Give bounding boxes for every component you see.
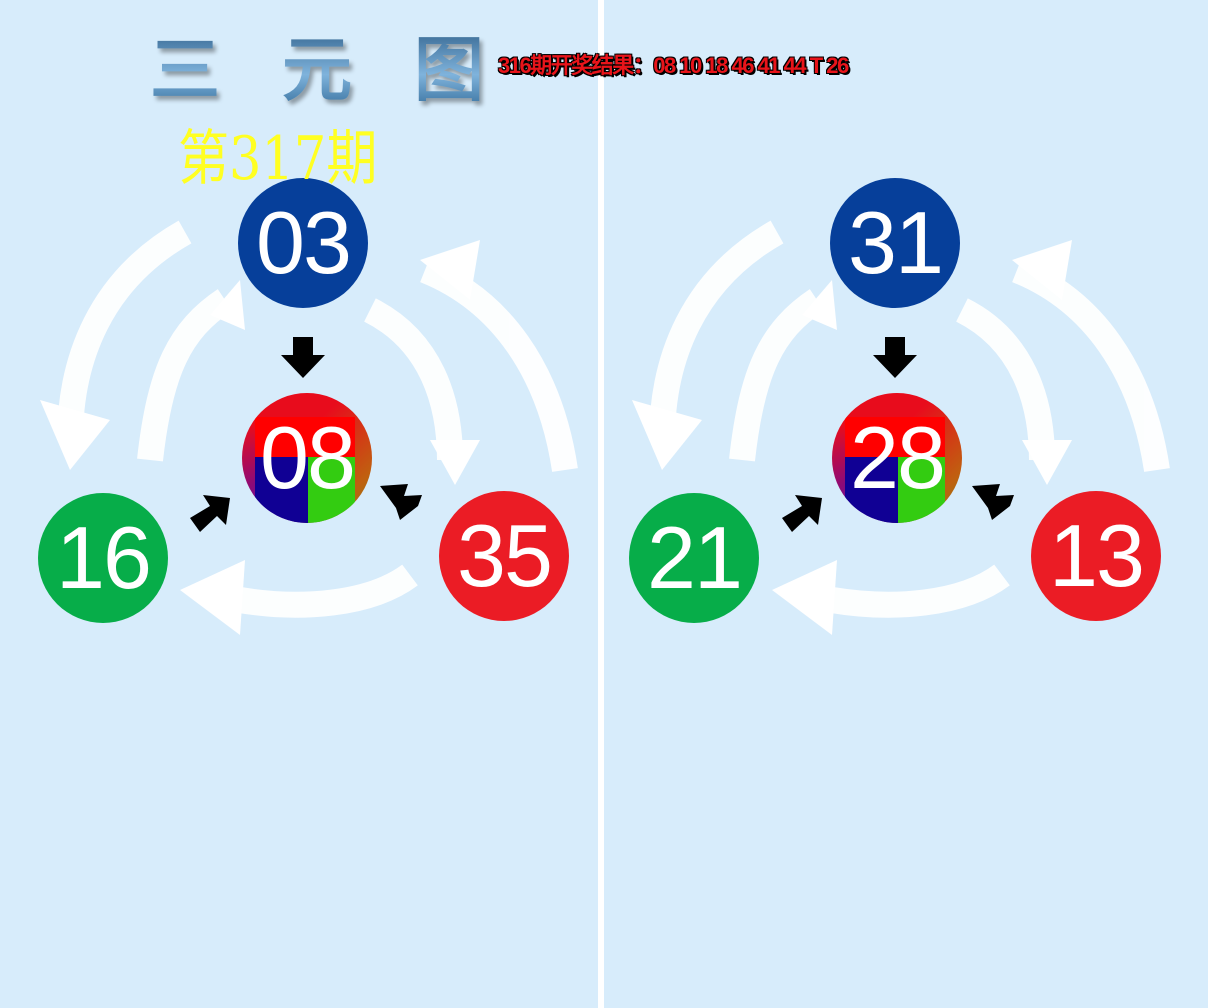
arrow-down-icon (281, 337, 325, 378)
arrow-up-right-icon (190, 495, 230, 532)
left-ball: 16 (38, 493, 168, 623)
cycle-arrows-graphic (40, 220, 578, 635)
left-ball: 21 (629, 493, 759, 623)
top-ball: 31 (830, 178, 960, 308)
arrow-up-right-icon (782, 495, 822, 532)
panel-divider (598, 0, 604, 1008)
right-ball: 35 (439, 491, 569, 621)
issue-number: 第317期 (178, 124, 378, 194)
arrow-up-left-icon (380, 484, 422, 520)
arrow-down-icon (873, 337, 917, 378)
ball-number: 03 (256, 193, 352, 292)
ball-number: 21 (647, 508, 743, 607)
center-ball: 08 (242, 393, 372, 523)
ball-number: 35 (457, 506, 553, 605)
panel-left: 03 08 16 35 (0, 0, 600, 1008)
arrow-up-left-icon (972, 484, 1014, 520)
top-ball: 03 (238, 178, 368, 308)
ball-number: 08 (260, 408, 356, 507)
pointer-arrows (190, 337, 422, 532)
right-ball: 13 (1031, 491, 1161, 621)
center-ball: 28 (832, 393, 962, 523)
page-title: 三元图 (150, 14, 546, 115)
ball-number: 31 (848, 193, 944, 292)
cycle-arrows-graphic (632, 220, 1170, 635)
pointer-arrows (782, 337, 1014, 532)
previous-result: 316期开奖结果：08 10 18 46 41 44 T 26 (498, 53, 849, 78)
ball-number: 13 (1049, 506, 1145, 605)
ball-number: 16 (56, 508, 152, 607)
panel-right: 31 28 21 13 (592, 0, 1192, 1008)
ball-number: 28 (850, 408, 946, 507)
